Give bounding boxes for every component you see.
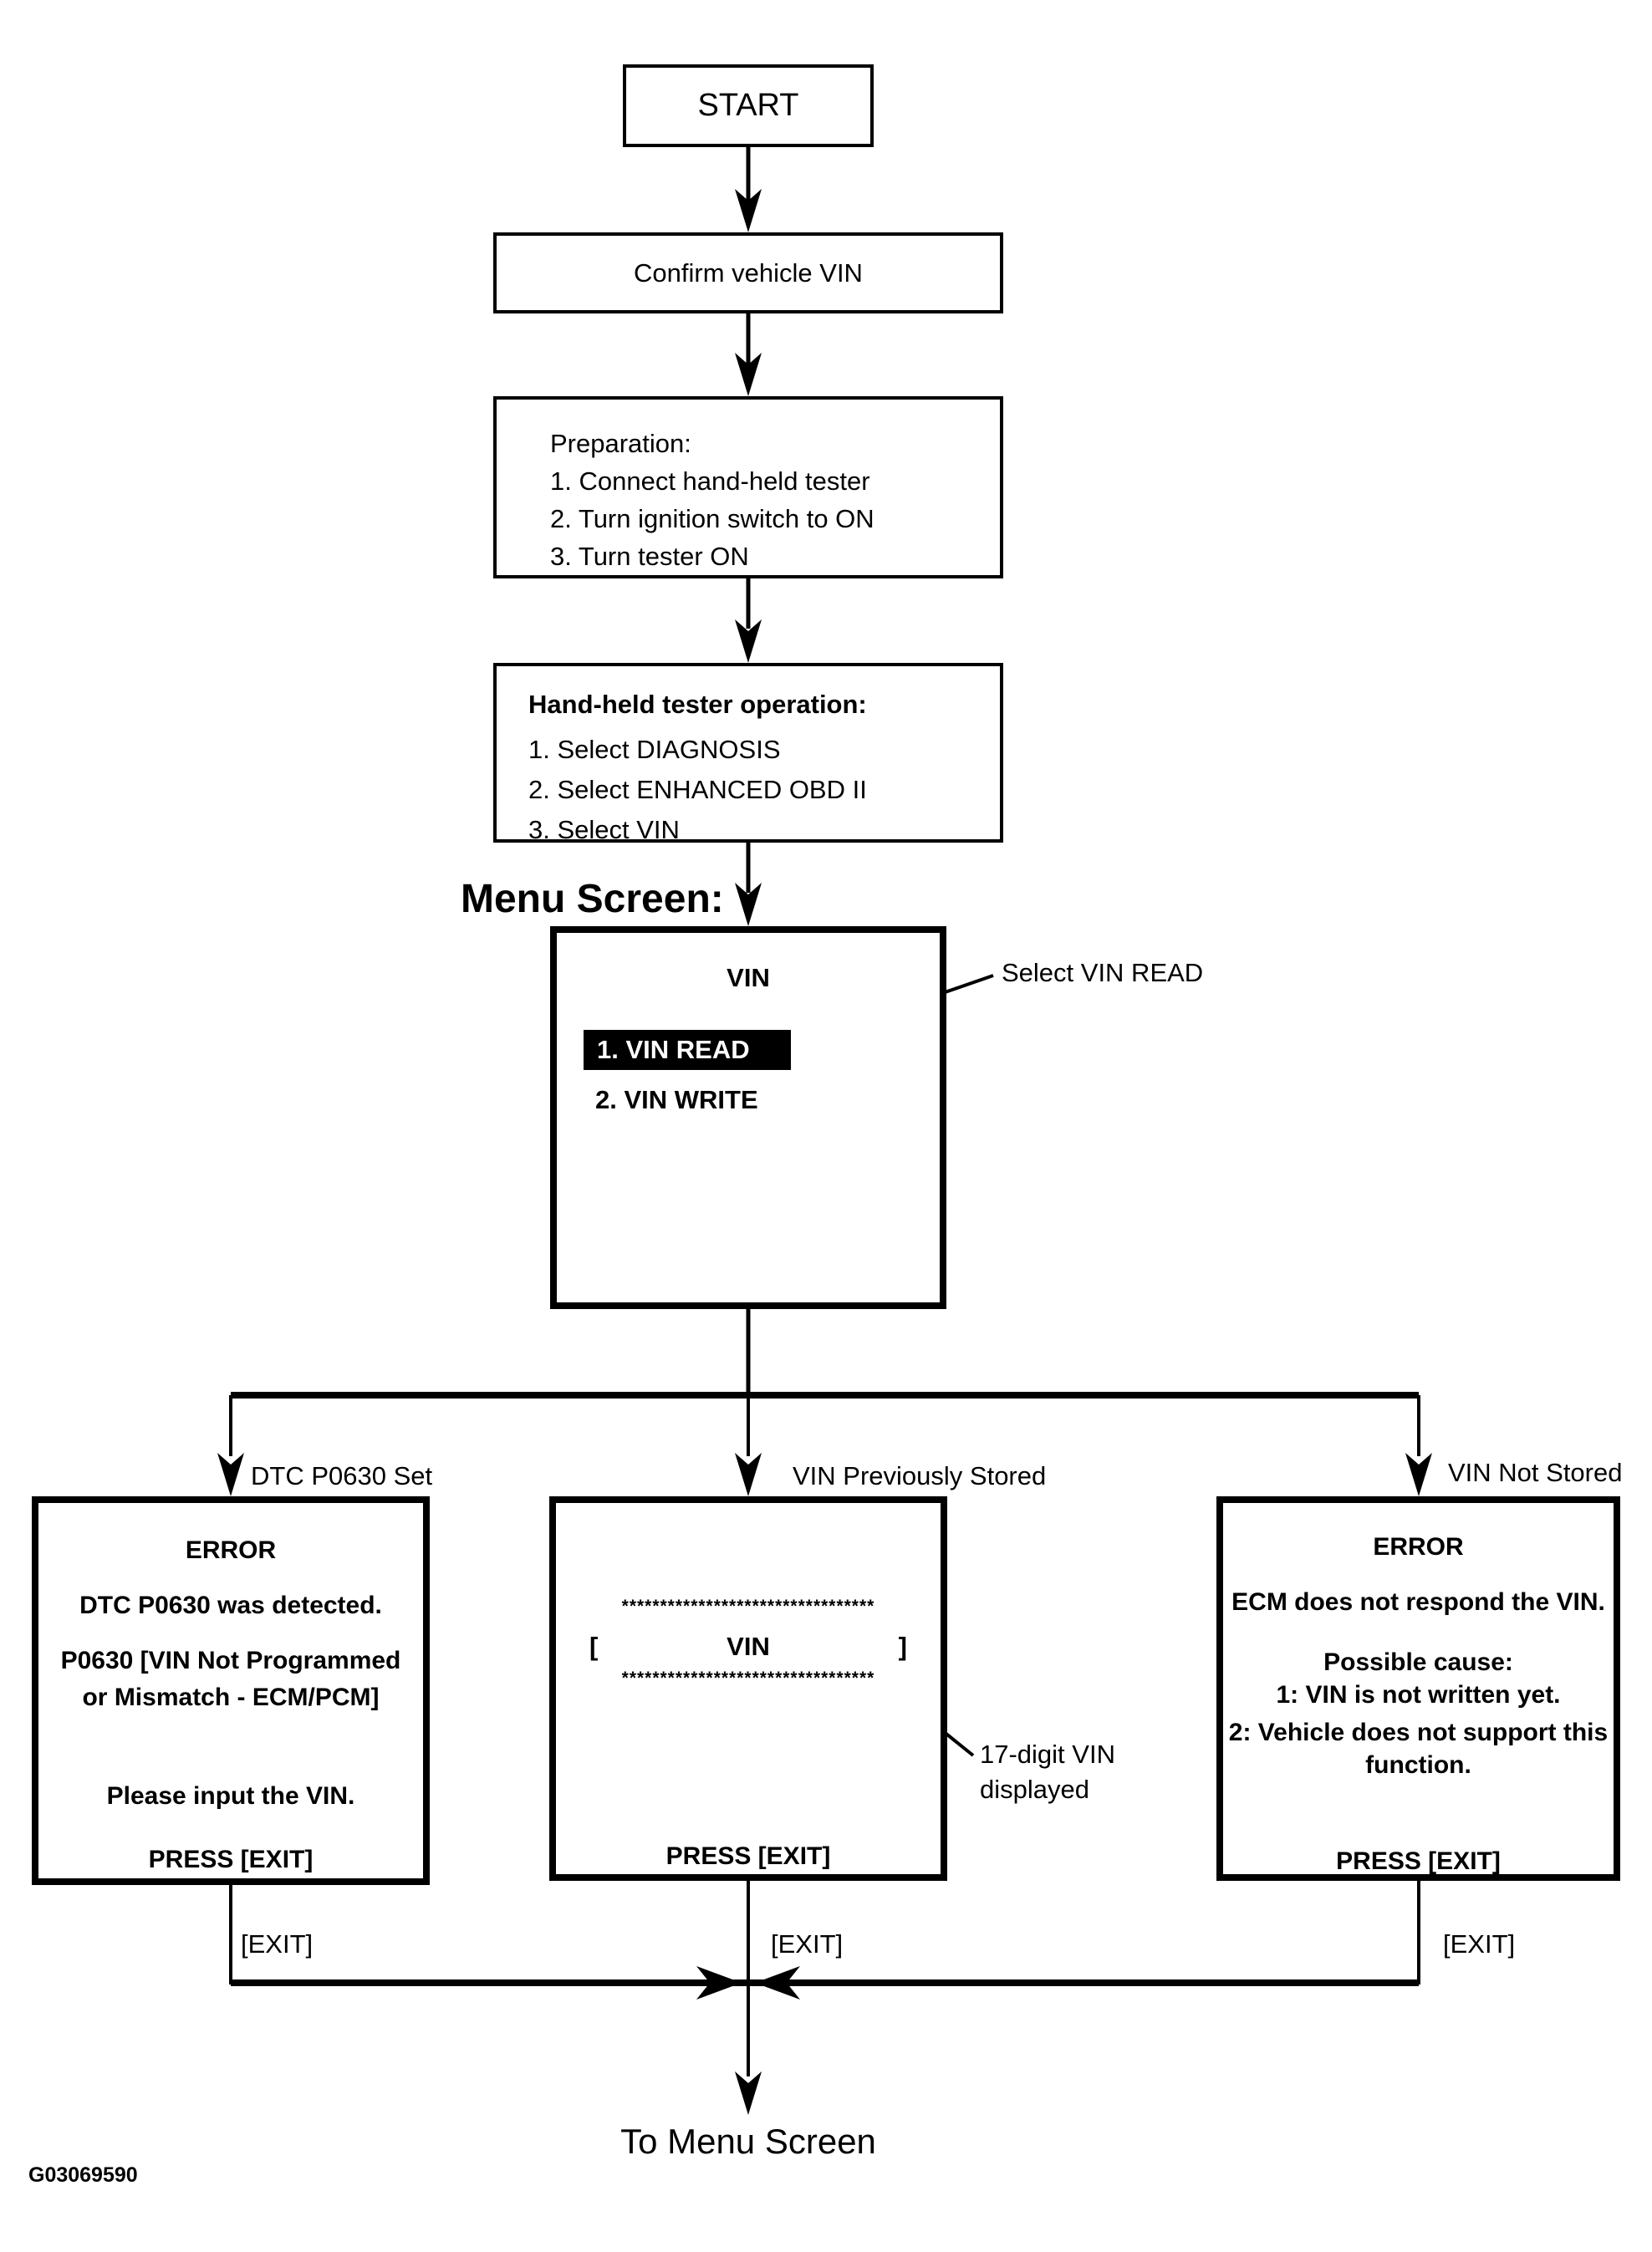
arrow-op-to-menu-head bbox=[735, 883, 762, 926]
press-exit-text: PRESS [EXIT] bbox=[148, 1846, 314, 1873]
error-text: ECM does not respond the VIN. bbox=[1231, 1588, 1605, 1616]
preparation-box: Preparation: 1. Connect hand-held tester… bbox=[493, 396, 1003, 578]
vin-menu-box: VIN 1. VIN READ 2. VIN WRITE bbox=[550, 926, 946, 1309]
exit-label-middle: [EXIT] bbox=[771, 1929, 844, 1959]
vin-display-label: VIN bbox=[727, 1632, 770, 1661]
to-menu-screen-label: To Menu Screen bbox=[620, 2122, 876, 2161]
branch-label-dtc-set: DTC P0630 Set bbox=[251, 1461, 433, 1490]
error-text: 2: Vehicle does not support this bbox=[1228, 1719, 1609, 1746]
start-box: START bbox=[623, 64, 874, 147]
error-text: Possible cause: bbox=[1323, 1648, 1513, 1676]
vin-17-digit-line: displayed bbox=[980, 1775, 1089, 1804]
error-text: or Mismatch - ECM/PCM] bbox=[82, 1684, 380, 1711]
vin-read-menu-item: 1. VIN READ bbox=[584, 1030, 791, 1070]
star-row: ********************************* bbox=[621, 1597, 875, 1616]
error-box-ecm: ERROR ECM does not respond the VIN. Poss… bbox=[1216, 1496, 1620, 1881]
tester-operation-line: 3. Select VIN bbox=[528, 815, 680, 844]
vin-read-label: 1. VIN READ bbox=[597, 1035, 750, 1064]
start-label: START bbox=[697, 88, 799, 123]
menu-screen-label: Menu Screen: bbox=[461, 877, 724, 921]
branch-label-vin-not-stored: VIN Not Stored bbox=[1448, 1458, 1623, 1487]
preparation-line: 3. Turn tester ON bbox=[550, 542, 749, 571]
branch-right-head bbox=[1405, 1453, 1432, 1496]
figure-id: G03069590 bbox=[28, 2163, 138, 2187]
converge-head-leftward bbox=[755, 1966, 800, 2000]
error-text: Please input the VIN. bbox=[106, 1782, 355, 1810]
vin-write-menu-item: 2. VIN WRITE bbox=[595, 1085, 758, 1114]
branch-left-head bbox=[217, 1453, 244, 1496]
preparation-line: Preparation: bbox=[550, 429, 691, 458]
tester-operation-line: 2. Select ENHANCED OBD II bbox=[528, 775, 867, 804]
vin-17-digit-line: 17-digit VIN bbox=[980, 1740, 1115, 1769]
press-exit-text: PRESS [EXIT] bbox=[665, 1842, 831, 1870]
exit-label-left: [EXIT] bbox=[241, 1929, 314, 1959]
error-text: function. bbox=[1365, 1751, 1471, 1779]
vin-menu-title: VIN bbox=[727, 963, 770, 992]
error-box-dtc: ERROR DTC P0630 was detected. P0630 [VIN… bbox=[32, 1496, 430, 1885]
vin-display-box: ********************************* [ VIN … bbox=[549, 1496, 947, 1881]
tester-operation-title: Hand-held tester operation: bbox=[528, 690, 867, 719]
tester-operation-line: 1. Select DIAGNOSIS bbox=[528, 735, 781, 764]
preparation-line: 2. Turn ignition switch to ON bbox=[550, 504, 874, 533]
vin-bracket-row: [ VIN ] bbox=[556, 1627, 941, 1667]
exit-label-right: [EXIT] bbox=[1443, 1929, 1516, 1959]
to-menu-arrow-head bbox=[735, 2071, 762, 2115]
bracket-open: [ bbox=[589, 1632, 599, 1661]
vin-17-digit-callout: 17-digit VIN displayed bbox=[980, 1737, 1115, 1807]
press-exit-text: PRESS [EXIT] bbox=[1336, 1847, 1501, 1875]
arrow-prep-to-op-head bbox=[735, 619, 762, 663]
arrow-start-to-confirm-head bbox=[735, 189, 762, 232]
error-title: ERROR bbox=[185, 1536, 277, 1564]
error-text: 1: VIN is not written yet. bbox=[1276, 1681, 1561, 1709]
branch-middle-head bbox=[735, 1453, 762, 1496]
tester-operation-box: Hand-held tester operation: 1. Select DI… bbox=[493, 663, 1003, 844]
preparation-line: 1. Connect hand-held tester bbox=[550, 466, 870, 496]
confirm-vin-label: Confirm vehicle VIN bbox=[634, 257, 863, 288]
error-title: ERROR bbox=[1373, 1533, 1464, 1561]
error-text: DTC P0630 was detected. bbox=[79, 1592, 382, 1619]
arrow-confirm-to-prep-head bbox=[735, 353, 762, 396]
bracket-close: ] bbox=[898, 1632, 907, 1661]
star-row: ********************************* bbox=[621, 1669, 875, 1688]
converge-head-rightward bbox=[696, 1966, 742, 2000]
confirm-vin-box: Confirm vehicle VIN bbox=[493, 232, 1003, 313]
error-text: P0630 [VIN Not Programmed bbox=[60, 1647, 401, 1674]
branch-label-vin-stored: VIN Previously Stored bbox=[793, 1461, 1047, 1490]
select-vin-read-callout: Select VIN READ bbox=[1002, 958, 1204, 987]
